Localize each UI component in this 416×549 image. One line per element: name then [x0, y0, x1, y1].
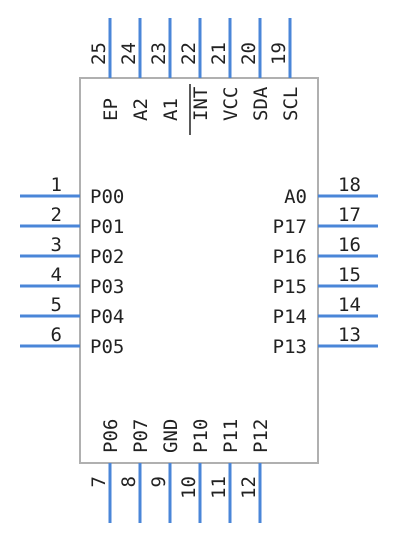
pin-number-8: 8 [118, 476, 140, 487]
pin-label-16: P16 [273, 246, 307, 268]
pin-number-2: 2 [51, 204, 62, 226]
pin-number-4: 4 [51, 264, 62, 286]
pin-label-21: VCC [220, 87, 242, 121]
pin-label-3: P02 [90, 246, 124, 268]
pin-number-18: 18 [338, 174, 361, 196]
pin-number-7: 7 [88, 476, 110, 487]
pin-number-3: 3 [51, 234, 62, 256]
pin-number-11: 11 [208, 476, 230, 499]
pin-label-8: P07 [130, 419, 152, 453]
pin-number-23: 23 [148, 42, 170, 65]
pin-label-6: P05 [90, 336, 124, 358]
pin-number-20: 20 [238, 42, 260, 65]
pin-label-18: A0 [284, 186, 307, 208]
pin-label-25: EP [100, 98, 122, 121]
pin-number-9: 9 [148, 476, 170, 487]
pin-number-14: 14 [338, 294, 361, 316]
pin-number-6: 6 [51, 324, 62, 346]
pin-number-13: 13 [338, 324, 361, 346]
pin-label-5: P04 [90, 306, 124, 328]
pin-number-21: 21 [208, 42, 230, 65]
pin-number-1: 1 [51, 174, 62, 196]
pin-label-23: A1 [160, 98, 182, 121]
pin-label-11: P11 [220, 419, 242, 453]
pin-number-17: 17 [338, 204, 361, 226]
pin-label-24: A2 [130, 98, 152, 121]
pin-label-4: P03 [90, 276, 124, 298]
pin-number-19: 19 [268, 42, 290, 65]
pin-number-15: 15 [338, 264, 361, 286]
pin-label-17: P17 [273, 216, 307, 238]
pin-number-24: 24 [118, 42, 140, 65]
pin-label-15: P15 [273, 276, 307, 298]
pin-label-2: P01 [90, 216, 124, 238]
ic-body-outline [79, 77, 319, 464]
pin-label-7: P06 [100, 419, 122, 453]
pin-number-22: 22 [178, 42, 200, 65]
pin-number-10: 10 [178, 476, 200, 499]
pin-label-1: P00 [90, 186, 124, 208]
pin-number-12: 12 [238, 476, 260, 499]
pin-label-20: SDA [250, 86, 272, 121]
pin-number-16: 16 [338, 234, 361, 256]
pin-label-10: P10 [190, 419, 212, 453]
pin-label-9: GND [160, 419, 182, 453]
pin-label-14: P14 [273, 306, 307, 328]
bottom-pin-group: 7 P06 8 P07 9 GND 10 P10 11 P11 12 P12 [88, 419, 272, 523]
pin-number-25: 25 [88, 42, 110, 65]
pin-label-13: P13 [273, 336, 307, 358]
pin-number-5: 5 [51, 294, 62, 316]
pin-label-22: INT [190, 87, 212, 121]
pin-label-19: SCL [280, 87, 302, 121]
pin-label-12: P12 [250, 419, 272, 453]
